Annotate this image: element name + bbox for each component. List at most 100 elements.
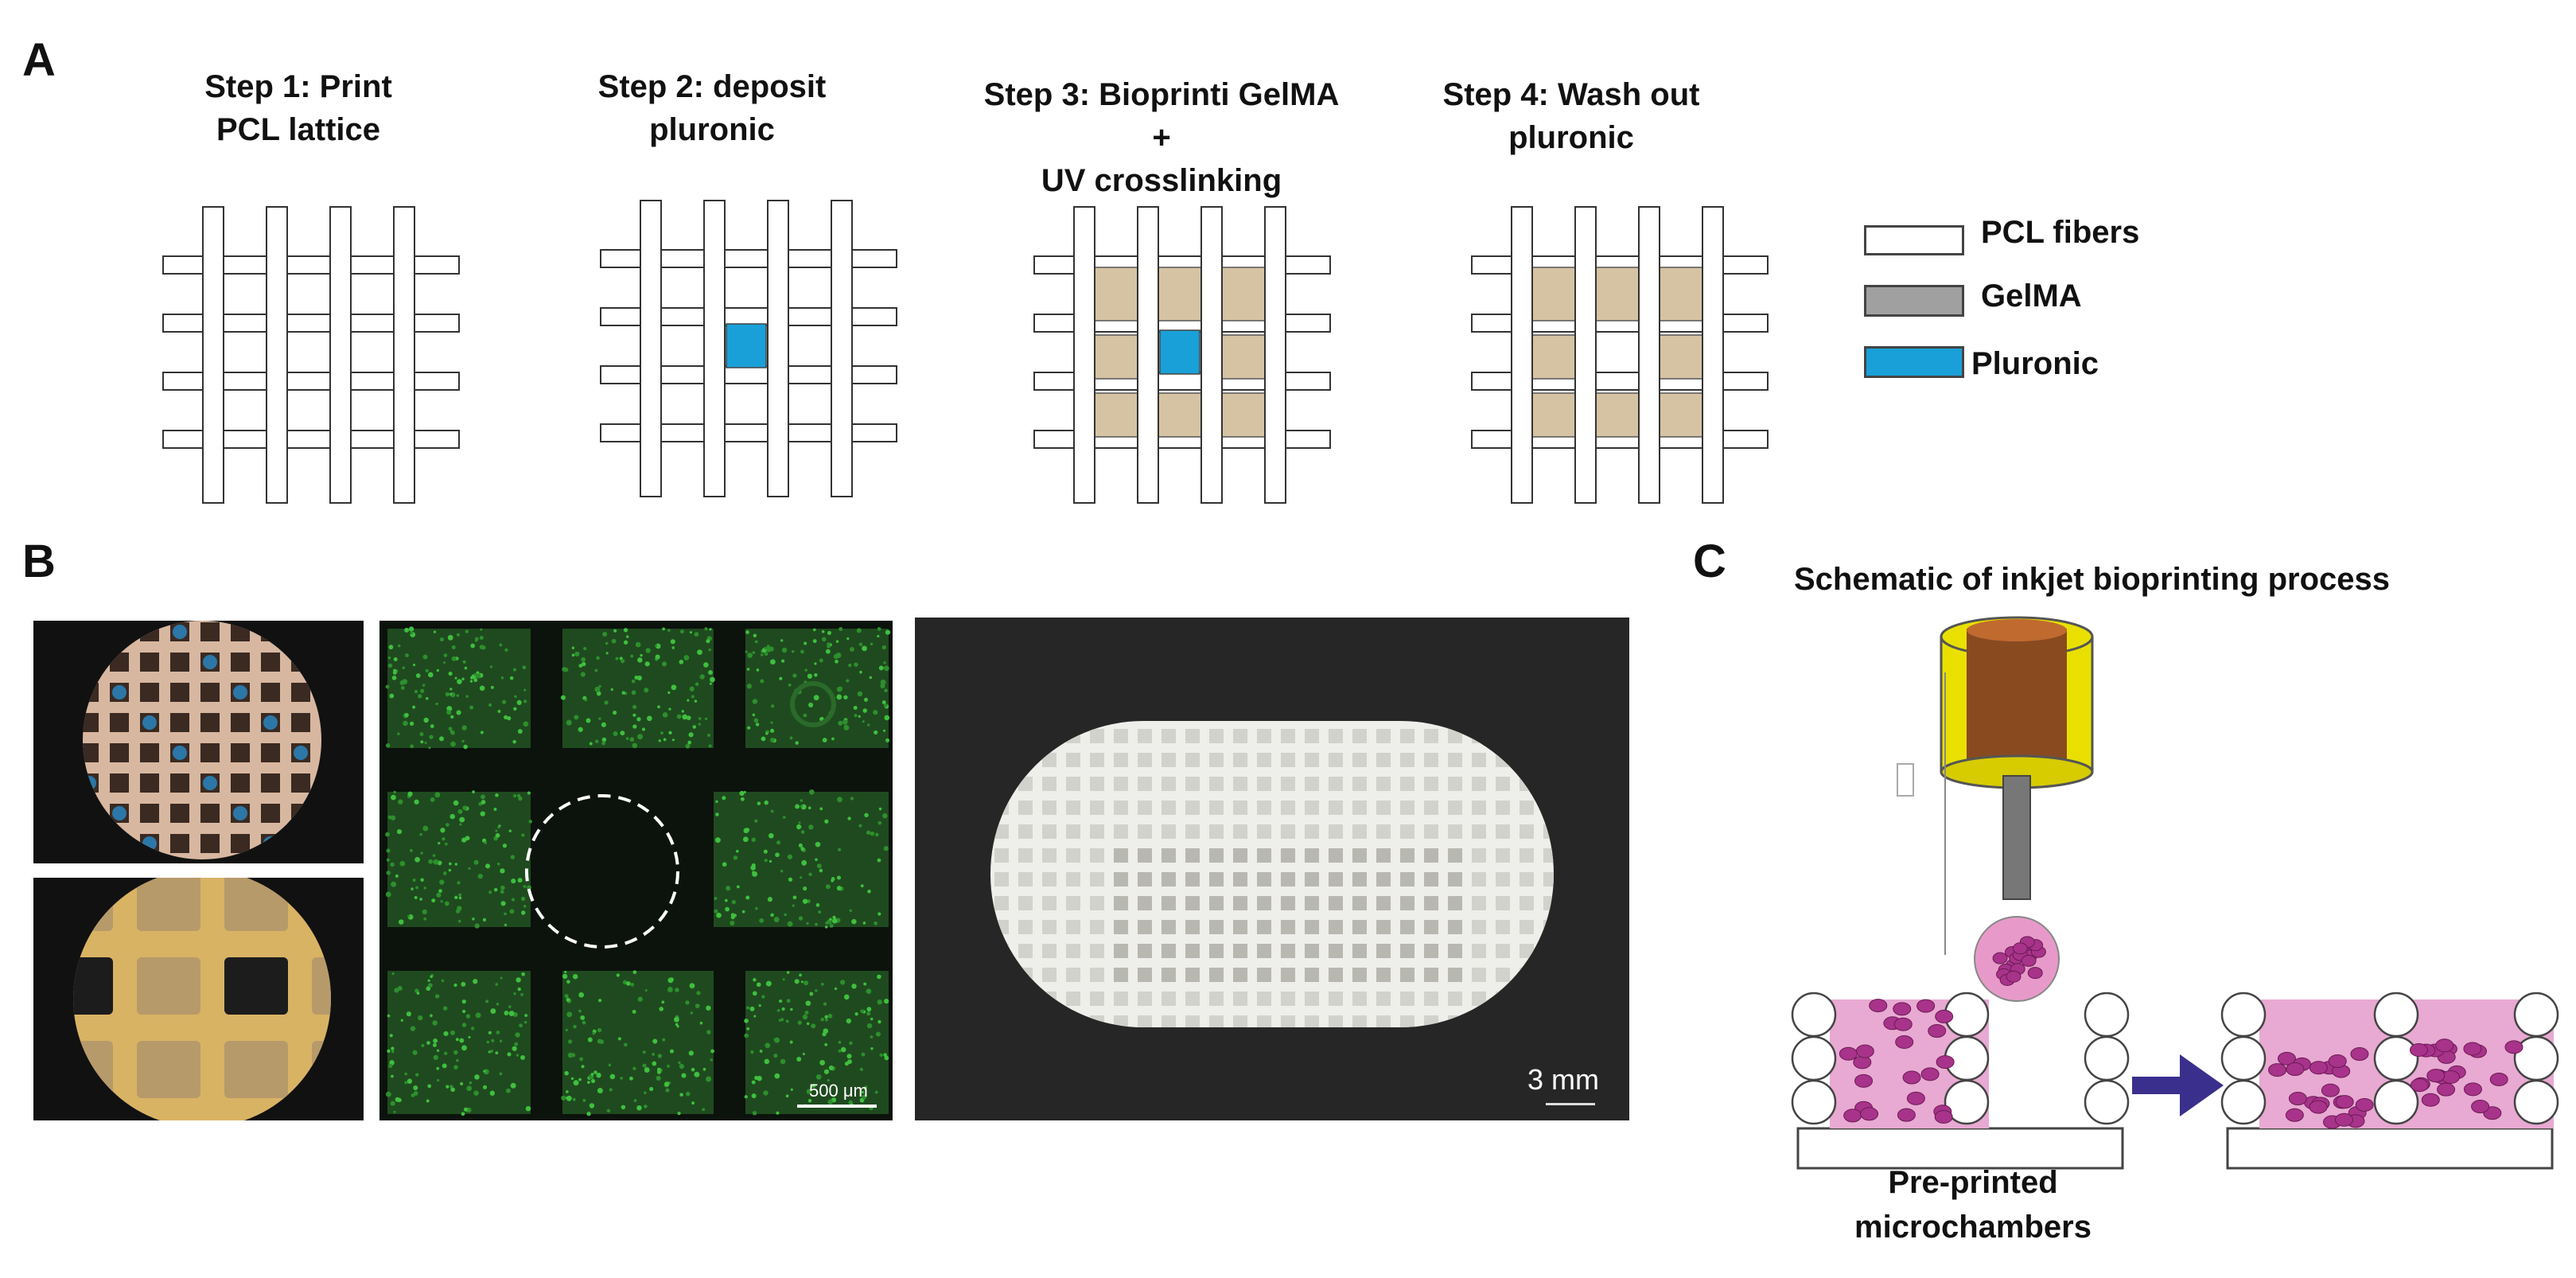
capsule-pore [1209,968,1224,982]
capsule-pore [1018,1039,1033,1054]
fluor-cell [572,1097,576,1101]
fluor-cell [796,824,802,830]
photo1-blue-dot [83,655,96,669]
photo1-pore [49,622,68,641]
capsule-pore [1233,944,1247,958]
photo1-pore [321,743,340,762]
fluor-cell [661,1000,665,1004]
fluor-cell [447,634,453,641]
fluor-cell [874,730,878,735]
capsule-pore [1567,753,1582,767]
fluor-cell [459,816,465,823]
capsule-pore [1424,992,1438,1006]
fluor-cell [773,1038,776,1042]
capsule-pore [1376,872,1391,886]
fluor-cell [753,633,757,637]
photo1-blue-dot [233,685,247,699]
fluor-cell [518,796,523,801]
fluor-cell [675,988,679,992]
fluor-cell [461,1023,467,1027]
fluor-cell [442,871,447,875]
photo1-pore [231,834,250,853]
fluor-cell [456,694,460,697]
photo1-pore [200,622,220,641]
pcl-fiber-h-1 [162,314,460,333]
fluor-cell [482,918,487,922]
fluor-cell [385,1091,391,1097]
fluor-cell [709,628,712,631]
fluor-cell [420,851,423,855]
capsule-pore [1138,1039,1152,1054]
fluor-cell [851,984,857,989]
photo1-pore [110,713,129,732]
photo1-pore [83,653,99,672]
fluor-cell [789,1040,793,1044]
fluor-cell [866,830,871,835]
fluor-cell [867,723,870,727]
fluor-cell [714,897,718,900]
photo1-pore [231,653,250,672]
fluor-cell [430,1014,433,1018]
capsule-pore [1472,848,1486,863]
fluor-cell [815,1074,822,1080]
gelma-block-2-1 [1656,334,1706,380]
pore-outline-circle [525,794,679,949]
fluor-cell [798,916,804,921]
fluor-cell [450,715,454,719]
capsule-pore [1496,801,1510,815]
photo1-pore [352,804,364,823]
fluor-cell [598,717,601,720]
fluor-cell [427,672,434,678]
capsule-pore [1209,992,1224,1006]
fluor-cell [752,699,758,704]
fluor-cell [644,1067,650,1073]
chamber-cell [2435,1038,2454,1053]
fluor-cell [819,658,823,663]
fluor-cell [843,994,850,1000]
chamber-cell [2504,1040,2523,1054]
fluor-cell [504,923,508,926]
capsule-pore [1400,729,1414,743]
capsule-pore [1090,872,1104,886]
fluor-cell [411,887,414,890]
fluor-cell [509,676,514,680]
fluor-cell [883,661,886,664]
capsule-pore [1305,777,1319,791]
fluor-cell [867,889,871,894]
gelma-block-0-1 [1091,334,1142,380]
chamber-cell [1934,1109,1953,1124]
capsule-pore [1138,872,1152,886]
printhead-nozzle [1940,616,2094,900]
fluor-cell [850,797,854,801]
fluor-cell [687,699,690,702]
fluor-cell [502,844,508,848]
capsule-pore [1376,824,1391,839]
photo1-pore [231,773,250,793]
fluor-cell [387,815,392,820]
chamber-cell [2471,1100,2490,1114]
fluor-cell [708,744,712,748]
photo1-pore [140,653,159,672]
fluor-cell [395,1097,400,1102]
fluor-cell [516,977,521,983]
capsule-pore [1352,872,1367,886]
capsule-pore [1018,777,1033,791]
fluor-cell [853,705,858,710]
fluor-cell [756,982,761,988]
capsule-pore [1114,1039,1128,1054]
fluor-cell [862,708,867,713]
photo1-pore [49,653,68,672]
fluor-cell [580,1015,586,1020]
fluor-cell [414,895,418,899]
fluor-cell [752,651,756,654]
fluor-cell [694,699,698,703]
capsule-pore [1400,801,1414,815]
fluor-cell [835,659,839,664]
fluor-cell [442,1006,448,1011]
fluor-cell [513,992,516,996]
fluor-cell [444,1051,448,1055]
step-4-title: Step 4: Wash out pluronic [1442,77,1700,155]
fluor-cell [691,1101,695,1105]
capsule-pore [1520,824,1534,839]
fluor-cell [496,1031,500,1034]
